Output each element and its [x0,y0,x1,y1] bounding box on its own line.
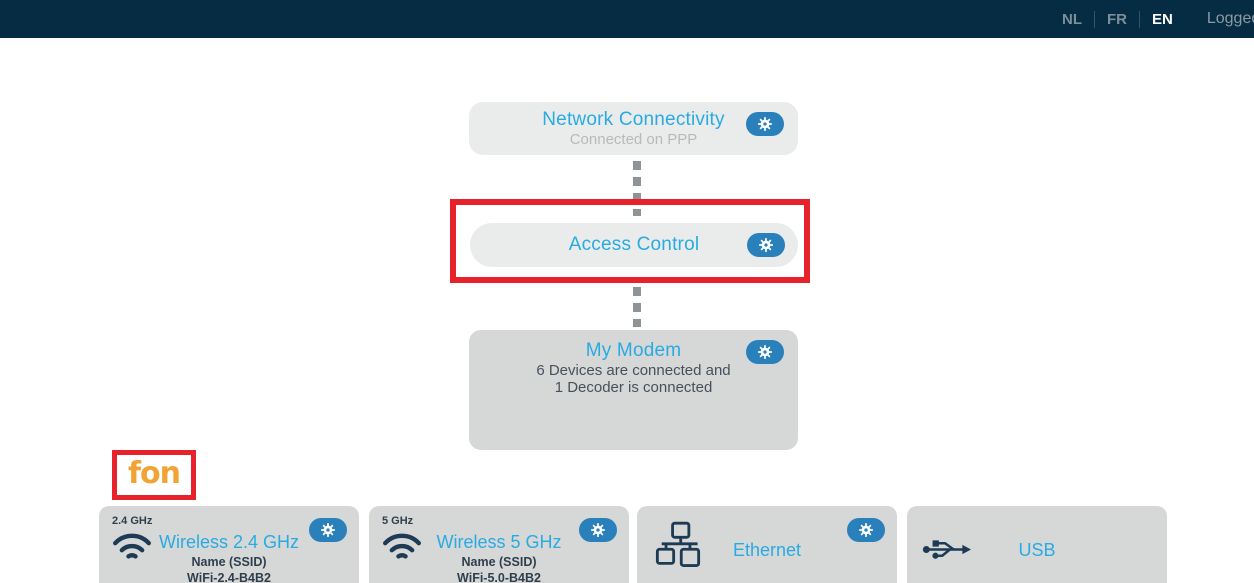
my-modem-status-line1: 6 Devices are connected and [536,362,731,379]
interface-title: Wireless 5 GHz [436,532,562,552]
access-control-settings-button[interactable] [747,233,785,257]
network-connectivity-title: Network Connectivity [542,109,725,130]
connector-dotted-line [633,161,641,216]
network-connectivity-card[interactable]: Network Connectivity Connected on PPP [469,102,798,155]
connector-dotted-line [633,287,641,327]
my-modem-status-line2: 1 Decoder is connected [554,379,713,396]
top-navigation-bar: NL FR EN Logged in a [0,0,1254,38]
interface-title: Wireless 2.4 GHz [158,532,300,552]
language-option-en[interactable]: EN [1152,10,1173,28]
my-modem-settings-button[interactable] [746,340,784,364]
access-control-highlight-annotation [450,199,810,283]
wireless-24ghz-settings-button[interactable] [309,518,347,542]
wifi-icon [383,533,421,559]
wireless-5ghz-settings-button[interactable] [579,518,617,542]
network-connectivity-status: Connected on PPP [569,131,698,148]
interface-card-wireless-5ghz[interactable]: 5 GHz Wireless 5 GHz Name (SSID) WiFi-5.… [369,506,629,583]
ssid-value: WiFi-2.4-B4B2 [187,571,271,583]
fon-logo-highlight-annotation: fon [112,450,196,500]
band-label: 2.4 GHz [112,515,153,527]
gear-icon [590,522,606,538]
my-modem-card[interactable]: My Modem 6 Devices are connected and 1 D… [469,330,798,450]
network-connectivity-settings-button[interactable] [746,112,784,136]
ssid-label: Name (SSID) [461,555,537,569]
language-option-nl[interactable]: NL [1062,10,1082,28]
access-control-card[interactable]: Access Control [470,223,798,267]
interface-title: USB [1018,540,1056,560]
interface-card-ethernet[interactable]: Ethernet [637,506,897,583]
gear-icon [757,116,773,132]
interface-title: Ethernet [732,540,802,560]
band-label: 5 GHz [382,515,414,527]
usb-icon [922,540,972,559]
wifi-icon [113,533,151,559]
language-separator [1139,10,1140,28]
gear-icon [757,344,773,360]
interface-card-wireless-24ghz[interactable]: 2.4 GHz Wireless 2.4 GHz Name (SSID) WiF… [99,506,359,583]
modem-topology-view: Network Connectivity Connected on PPP [0,38,1254,583]
ethernet-settings-button[interactable] [847,518,885,542]
login-status-text: Logged in a [1206,10,1254,27]
ethernet-icon [655,521,701,567]
ssid-value: WiFi-5.0-B4B2 [457,571,541,583]
fon-logo[interactable]: fon [127,455,181,491]
gear-icon [320,522,336,538]
ssid-label: Name (SSID) [191,555,267,569]
gear-icon [758,237,774,253]
gear-icon [858,522,874,538]
topbar-right-group: NL FR EN Logged in a [1050,0,1254,38]
language-option-fr[interactable]: FR [1107,10,1127,28]
my-modem-title: My Modem [585,340,682,361]
interface-card-usb[interactable]: USB [907,506,1167,583]
language-separator [1094,10,1095,28]
access-control-title: Access Control [568,234,700,255]
